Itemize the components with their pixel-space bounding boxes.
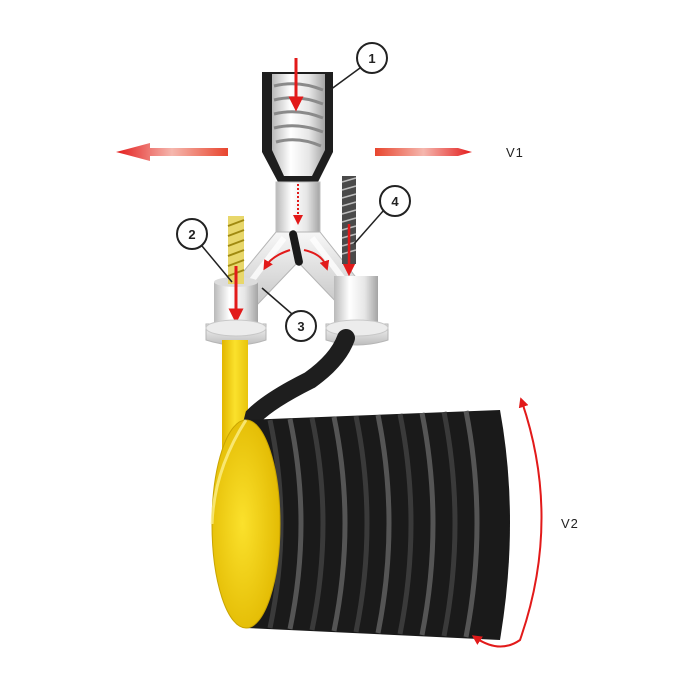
right-inlet (325, 176, 389, 346)
callout-2: 2 (176, 218, 233, 283)
pipe-end-face (211, 419, 281, 629)
left-inlet (205, 216, 267, 346)
svg-text:2: 2 (188, 227, 195, 242)
callout-4: 4 (353, 185, 411, 245)
black-strip (239, 329, 355, 449)
feed-funnel (262, 58, 333, 200)
callout-1: 1 (329, 42, 388, 91)
corrugated-pipe (210, 410, 510, 640)
svg-text:3: 3 (297, 319, 304, 334)
v2-label: V2 (561, 516, 579, 531)
left-feed-screw (227, 216, 245, 284)
svg-text:4: 4 (391, 194, 399, 209)
v2-rotation-arrow (471, 397, 543, 648)
svg-text:1: 1 (368, 51, 375, 66)
v1-arrow-left (116, 143, 228, 161)
callout-3: 3 (261, 287, 317, 342)
v1-arrow-right (375, 148, 472, 156)
feed-screw (273, 82, 324, 148)
splitter-blade (289, 230, 303, 266)
v1-label: V1 (506, 145, 524, 160)
